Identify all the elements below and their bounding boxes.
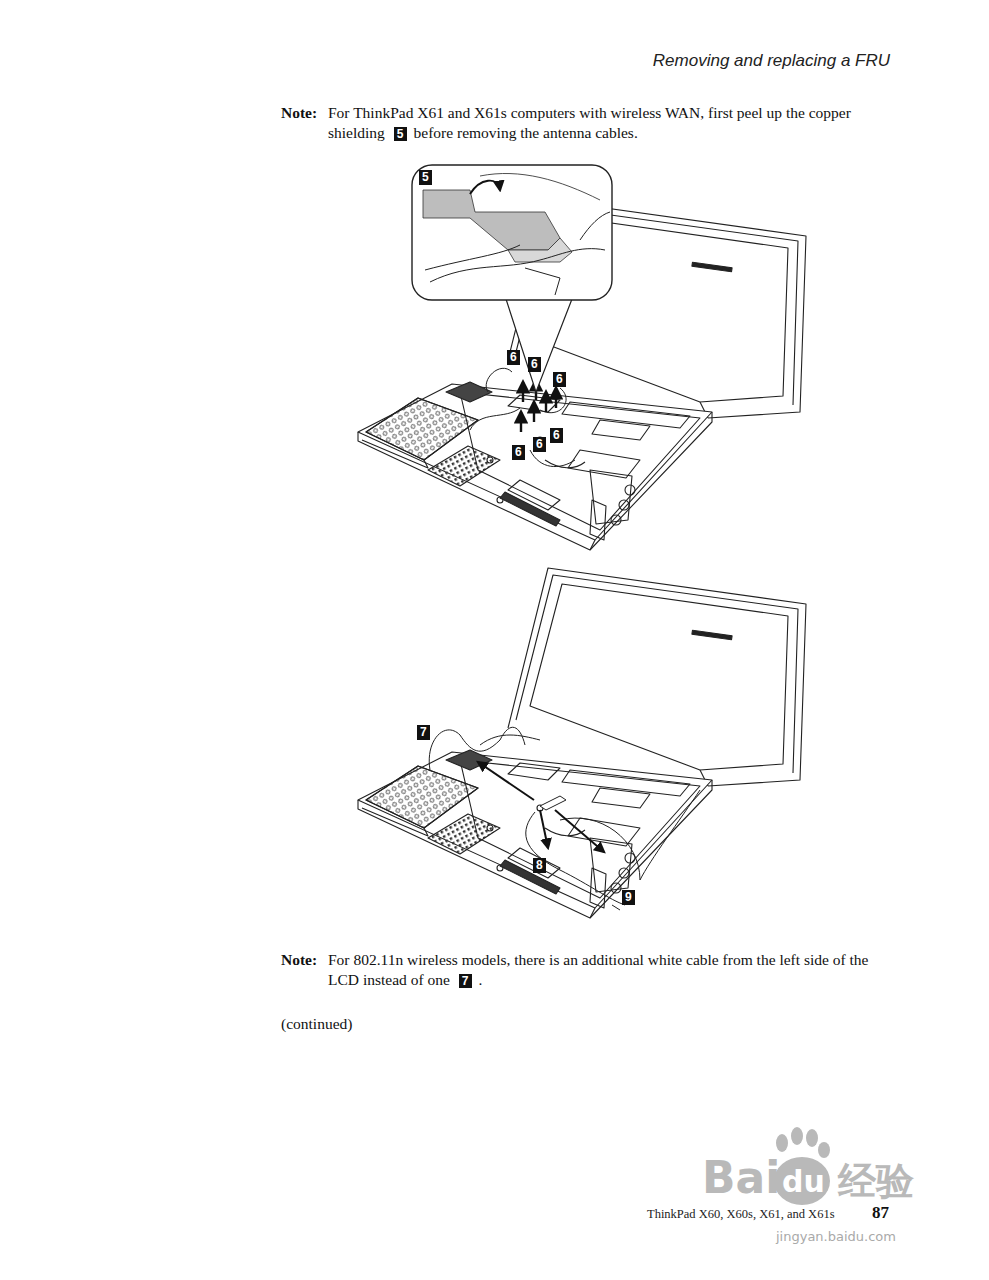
note-label: Note: xyxy=(281,103,317,123)
callout-number: 6 xyxy=(553,372,566,387)
watermark-text: Bai xyxy=(702,1152,780,1203)
running-header: Removing and replacing a FRU xyxy=(653,51,890,71)
callout-number: 8 xyxy=(533,858,546,873)
callout-number: 6 xyxy=(512,445,525,460)
note-text: For 802.11n wireless models, there is an… xyxy=(328,951,869,988)
callout-number: 5 xyxy=(394,127,407,141)
callout-number: 6 xyxy=(528,357,541,372)
callout-number: 9 xyxy=(622,890,635,905)
note-paragraph: For ThinkPad X61 and X61s computers with… xyxy=(328,103,890,143)
callout-number: 5 xyxy=(419,170,432,185)
note-paragraph: For 802.11n wireless models, there is an… xyxy=(328,950,888,990)
callout-number: 6 xyxy=(533,437,546,452)
watermark-text: du xyxy=(782,1164,825,1199)
callout-number: 6 xyxy=(550,428,563,443)
watermark-url: jingyan.baidu.com xyxy=(776,1229,896,1244)
note-label: Note: xyxy=(281,950,317,970)
callout-number: 7 xyxy=(417,725,430,740)
page-number: 87 xyxy=(872,1203,889,1223)
note-text: before removing the antenna cables. xyxy=(414,124,638,141)
continued-text: (continued) xyxy=(281,1014,352,1034)
callout-number: 6 xyxy=(507,350,520,365)
callout-number: 7 xyxy=(459,974,472,988)
note-text: . xyxy=(479,971,483,988)
watermark-text: 经验 xyxy=(838,1156,914,1207)
running-footer: ThinkPad X60, X60s, X61, and X61s xyxy=(647,1207,835,1222)
